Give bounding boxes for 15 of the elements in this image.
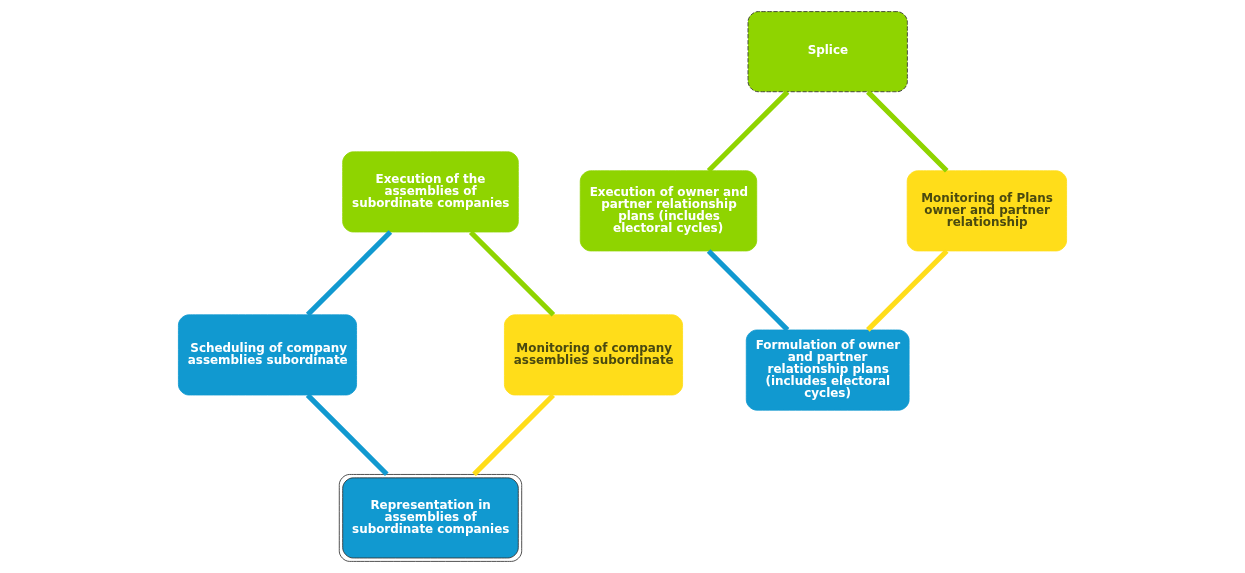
connector [305,230,393,317]
node-box: Splice [747,11,908,93]
connector [866,249,949,332]
connector [866,90,949,173]
node-box: Execution of owner and partner relationship plans (includes electoral cycles) [579,170,758,252]
node-box: Monitoring of Plans owner and partner relationship [906,170,1067,252]
node-box: Scheduling of company assemblies subordinate [178,314,357,396]
connector [472,393,555,477]
connector [706,249,790,332]
connector [305,393,389,477]
connector [468,230,556,317]
node-box: Formulation of owner and partner relationship plans (includes electoral cycles) [745,329,910,411]
connector [706,90,790,173]
node-box: Execution of the assemblies of subordinate companies [342,151,519,233]
node-box: Monitoring of company assemblies subordinate [504,314,683,396]
